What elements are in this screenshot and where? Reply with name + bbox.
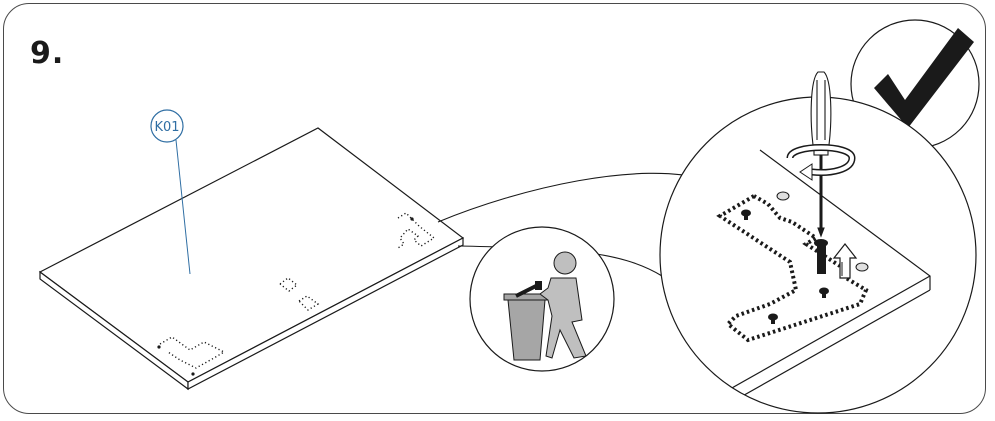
part-label: K01 bbox=[154, 120, 179, 135]
trash-bin-icon bbox=[470, 227, 614, 371]
panel-k01 bbox=[40, 128, 463, 389]
